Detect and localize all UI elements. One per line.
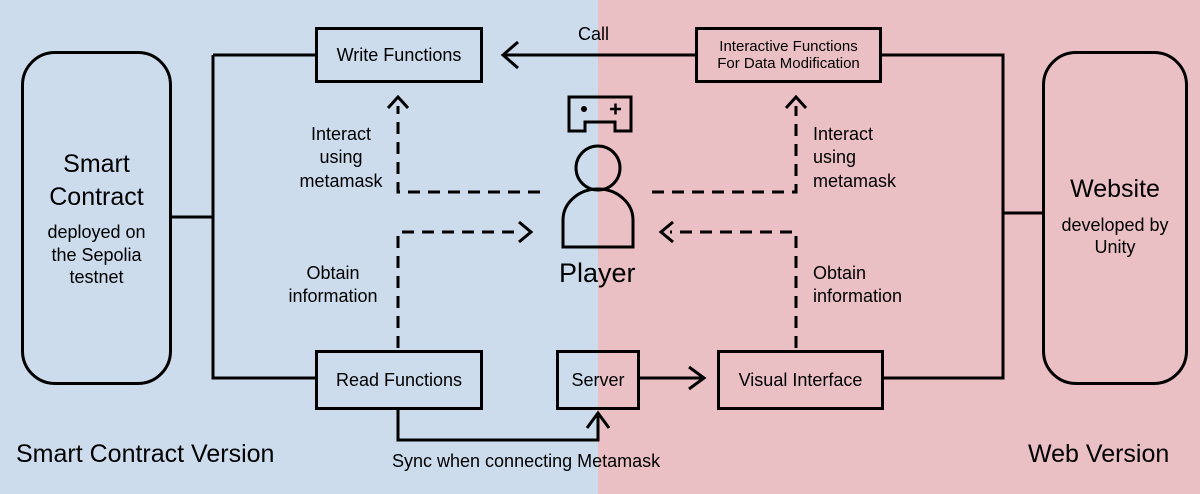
sync-arrow [396,410,600,442]
right-obtain-dashed [670,230,798,348]
sync-label: Sync when connecting Metamask [392,451,661,471]
call-label: Call [578,24,610,44]
gamepad-icon [567,95,633,133]
person-icon [561,144,635,249]
website-title: Website [1070,175,1160,203]
interactive-bracket-line [882,53,1005,380]
web-version-label: Web Version [1028,440,1170,468]
website-subtitle: developed by Unity [1061,214,1169,258]
smart-contract-subtitle: deployed on the Sepolia testnet [47,222,146,287]
left-obtain-dashed [396,230,522,348]
smart-contract-version-panel [0,0,598,494]
right-interact-dashed [652,106,798,194]
left-interact-dashed [396,106,540,194]
right-obtain-label: Obtain information [813,263,903,307]
visual-interface-box: Visual Interface [717,350,884,410]
interactive-functions-box: Interactive Functions For Data Modificat… [695,27,882,83]
smart-contract-version-label: Smart Contract Version [16,440,275,468]
website-box: Website developed by Unity [1042,51,1188,385]
smart-contract-box: Smart Contract deployed on the Sepolia t… [21,51,172,385]
read-functions-box: Read Functions [315,350,483,410]
player-label: Player [559,258,636,288]
left-obtain-label: Obtain information [288,263,378,307]
contract-to-read-line [211,55,315,380]
left-interact-label: Interact using metamask [299,124,383,191]
right-interact-label: Interact using metamask [813,124,897,191]
smart-contract-title: Smart Contract [49,150,144,211]
server-box: Server [556,350,640,410]
write-functions-box: Write Functions [315,27,483,83]
